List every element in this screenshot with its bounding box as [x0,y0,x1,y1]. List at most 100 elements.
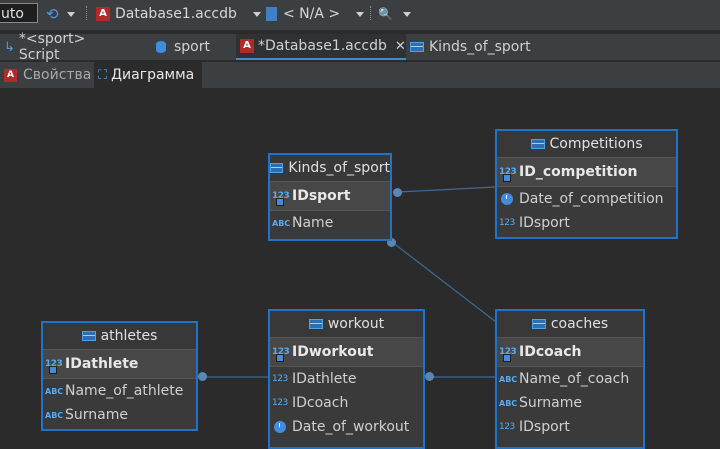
entity-column-row[interactable]: Date_of_workout [270,415,423,439]
search-icon: 🔍 [378,7,393,21]
column-name: Surname [65,407,128,423]
tab-sport[interactable]: sport [156,34,226,60]
clock-icon [501,193,513,205]
number-type-icon: 123 [499,218,515,228]
column-name: Name_of_athlete [65,383,184,399]
tab-diagram[interactable]: ⛶ Диаграмма [94,62,202,88]
column-name: ID_competition [519,164,638,180]
column-name: IDsport [519,215,570,231]
access-database-icon: A [4,68,17,82]
schema-selector[interactable]: < N/A > [266,4,365,24]
entity-title: Competitions [549,136,643,152]
entity-column-row[interactable]: 123 IDsport [497,211,676,235]
chevron-down-icon [252,11,261,17]
text-type-icon: ABC [272,218,291,228]
number-type-icon: 123 [499,422,515,432]
entity-header[interactable]: athletes [43,323,196,350]
tab-label: Kinds_of_sport [429,39,531,55]
toolbar-separator [86,6,89,20]
tab-sport-script[interactable]: ↳ *<sport> Script [4,31,130,63]
table-icon [270,163,284,173]
type-label: 123 [272,191,290,201]
entity-header[interactable]: coaches [497,311,643,338]
entity-title: athletes [100,328,158,344]
auto-commit-input[interactable]: uto [0,3,38,23]
editor-tabs: ↳ *<sport> Script sport A *Database1.acc… [0,31,720,63]
connector-dot[interactable] [198,372,207,381]
tab-label: sport [174,39,210,55]
access-database-icon: A [96,7,110,21]
toolbar-separator [370,6,373,20]
text-type-icon: ABC [499,374,518,384]
relation-line[interactable] [391,241,497,323]
schema-icon [266,7,277,21]
number-type-icon: 123 [272,398,288,408]
entity-header[interactable]: Kinds_of_sport [270,155,390,182]
search-button[interactable]: 🔍 [378,4,411,24]
chevron-down-icon [66,11,75,17]
connector-dot[interactable] [393,188,402,197]
close-icon[interactable]: ✕ [394,38,406,54]
transaction-history-button[interactable]: ⟲ [46,4,75,24]
schema-name: < N/A > [283,6,341,22]
column-name: Date_of_competition [519,191,664,207]
entity-column-row[interactable]: Date_of_competition [497,187,676,211]
chevron-down-icon [402,11,411,17]
text-type-icon: ABC [45,386,64,396]
column-name: IDsport [292,188,351,204]
entity-header[interactable]: workout [270,311,423,338]
entity-header[interactable]: Competitions [497,131,676,158]
column-name: IDcoach [292,395,349,411]
relation-line[interactable] [397,186,497,193]
script-icon: ↳ [4,39,15,55]
tab-database1[interactable]: A *Database1.accdb ✕ [236,34,406,60]
table-icon [81,331,96,341]
entity-title: coaches [550,316,609,332]
table-icon [308,319,323,329]
database-name: Database1.accdb [115,6,237,22]
entity-title: workout [327,316,385,332]
relationship-lines [203,186,497,378]
type-label: 123 [499,347,517,357]
text-type-icon: ABC [45,410,64,420]
tab-kinds-of-sport[interactable]: Kinds_of_sport [410,34,540,60]
column-name: Date_of_workout [292,419,410,435]
tab-label: *<sport> Script [18,31,86,63]
database-selector[interactable]: A Database1.accdb [96,4,261,24]
chevron-down-icon [356,11,365,17]
column-name: IDcoach [519,344,582,360]
clock-icon [274,421,286,433]
entity-title: Kinds_of_sport [288,160,390,176]
connector-dot[interactable] [387,238,396,247]
number-type-icon: 123 [272,374,288,384]
history-icon: ⟲ [46,5,59,23]
diagram-icon: ⛶ [98,67,108,83]
table-icon [531,319,546,329]
tab-label: Свойства [23,67,92,83]
connector-dot[interactable] [425,372,434,381]
column-name: Surname [519,395,582,411]
database-icon [156,41,166,53]
entity-column-row[interactable]: 123 IDcoach [270,391,423,415]
column-name: Name [292,215,334,231]
tab-properties[interactable]: A Свойства [4,62,92,88]
column-name: Name_of_coach [519,371,630,387]
